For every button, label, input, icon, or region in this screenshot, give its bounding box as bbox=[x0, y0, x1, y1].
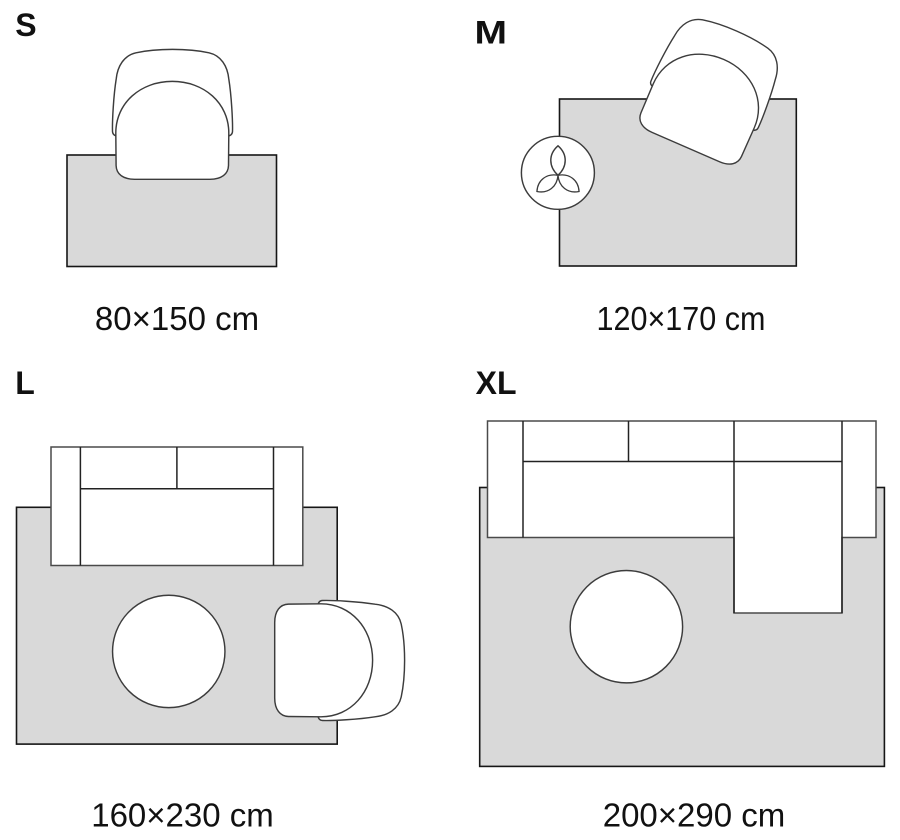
svg-text:M: M bbox=[475, 14, 508, 50]
svg-text:L: L bbox=[15, 365, 35, 401]
svg-text:80×150 cm: 80×150 cm bbox=[95, 300, 259, 337]
svg-text:XL: XL bbox=[476, 365, 517, 401]
svg-text:120×170 cm: 120×170 cm bbox=[597, 300, 766, 337]
svg-text:S: S bbox=[15, 7, 36, 43]
svg-text:200×290 cm: 200×290 cm bbox=[603, 797, 786, 834]
svg-text:160×230 cm: 160×230 cm bbox=[91, 797, 274, 834]
